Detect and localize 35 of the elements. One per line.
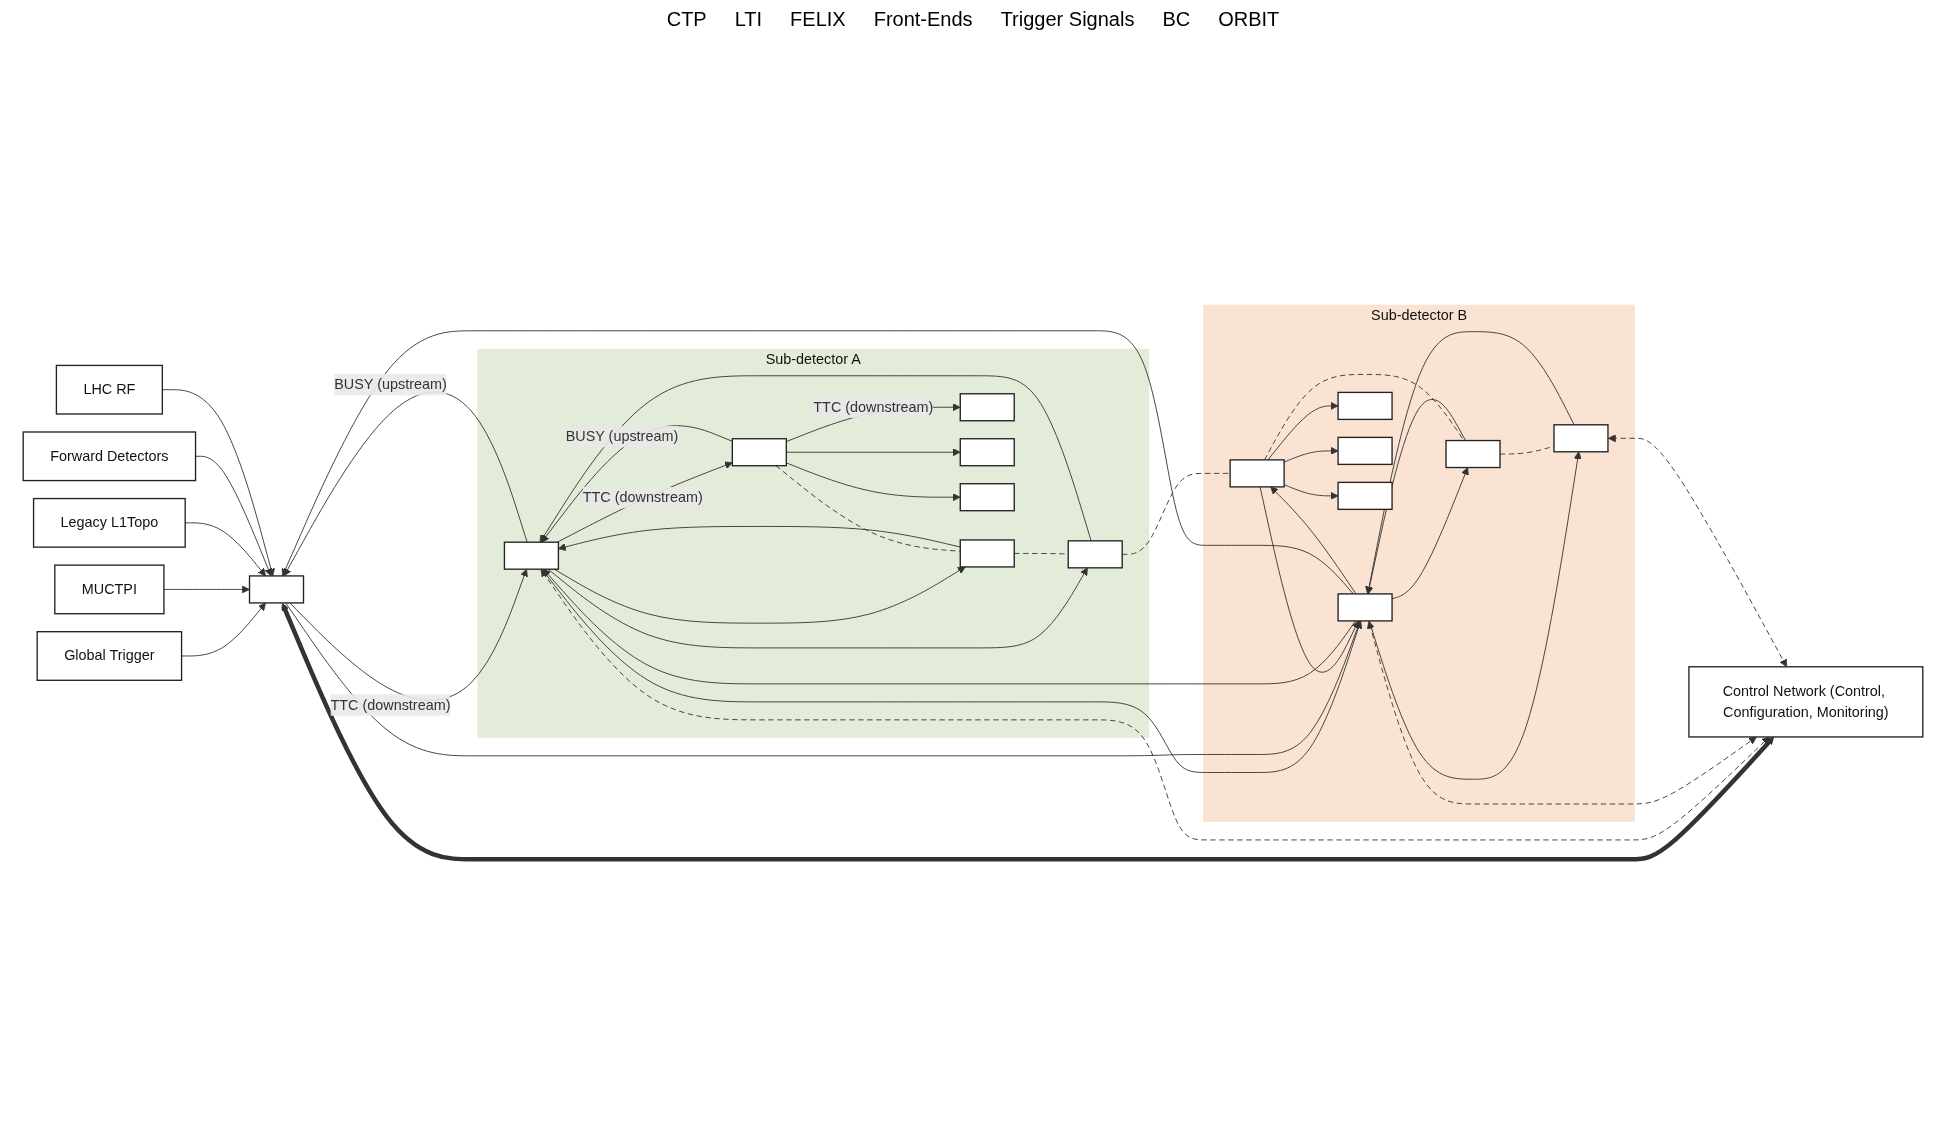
edge-label: BUSY (upstream) — [565, 428, 679, 444]
column-label: BC — [1162, 8, 1191, 31]
node-box — [1553, 424, 1609, 453]
node-box — [959, 539, 1015, 568]
node-box — [248, 575, 305, 604]
node-box — [1337, 481, 1393, 511]
node-box: Legacy L1Topo — [32, 497, 186, 548]
column-label: LTI — [734, 8, 763, 31]
node-box — [1337, 391, 1393, 421]
column-label: ORBIT — [1218, 8, 1280, 31]
edge-label: TTC (downstream) — [582, 489, 703, 505]
node-box — [959, 438, 1015, 467]
node-box: LHC RF — [55, 364, 164, 415]
node-box: Control Network (Control, Configuration, Monitoring) — [1688, 666, 1924, 738]
column-label: FELIX — [790, 8, 846, 31]
node-box: MUCTPI — [54, 564, 165, 615]
node-box — [1067, 540, 1123, 569]
node-box: Global Trigger — [36, 631, 183, 681]
edge-label: BUSY (upstream) — [334, 376, 447, 392]
node-box — [1445, 439, 1501, 469]
node-box — [1337, 436, 1393, 466]
edge-label: TTC (downstream) — [330, 696, 451, 713]
arrow — [281, 602, 1775, 862]
column-label: Front-Ends — [873, 8, 973, 31]
column-label: CTP — [666, 8, 707, 31]
node-box — [959, 483, 1015, 512]
node-box — [1337, 593, 1393, 622]
node-box — [959, 393, 1015, 422]
node-box — [1229, 459, 1285, 488]
node-box: Forward Detectors — [22, 431, 197, 482]
node-box — [731, 438, 787, 467]
node-box — [503, 541, 560, 570]
cluster: Sub-detector B — [1203, 304, 1635, 822]
column-label: Trigger Signals — [1000, 8, 1135, 31]
edge-label: TTC (downstream) — [813, 399, 934, 415]
